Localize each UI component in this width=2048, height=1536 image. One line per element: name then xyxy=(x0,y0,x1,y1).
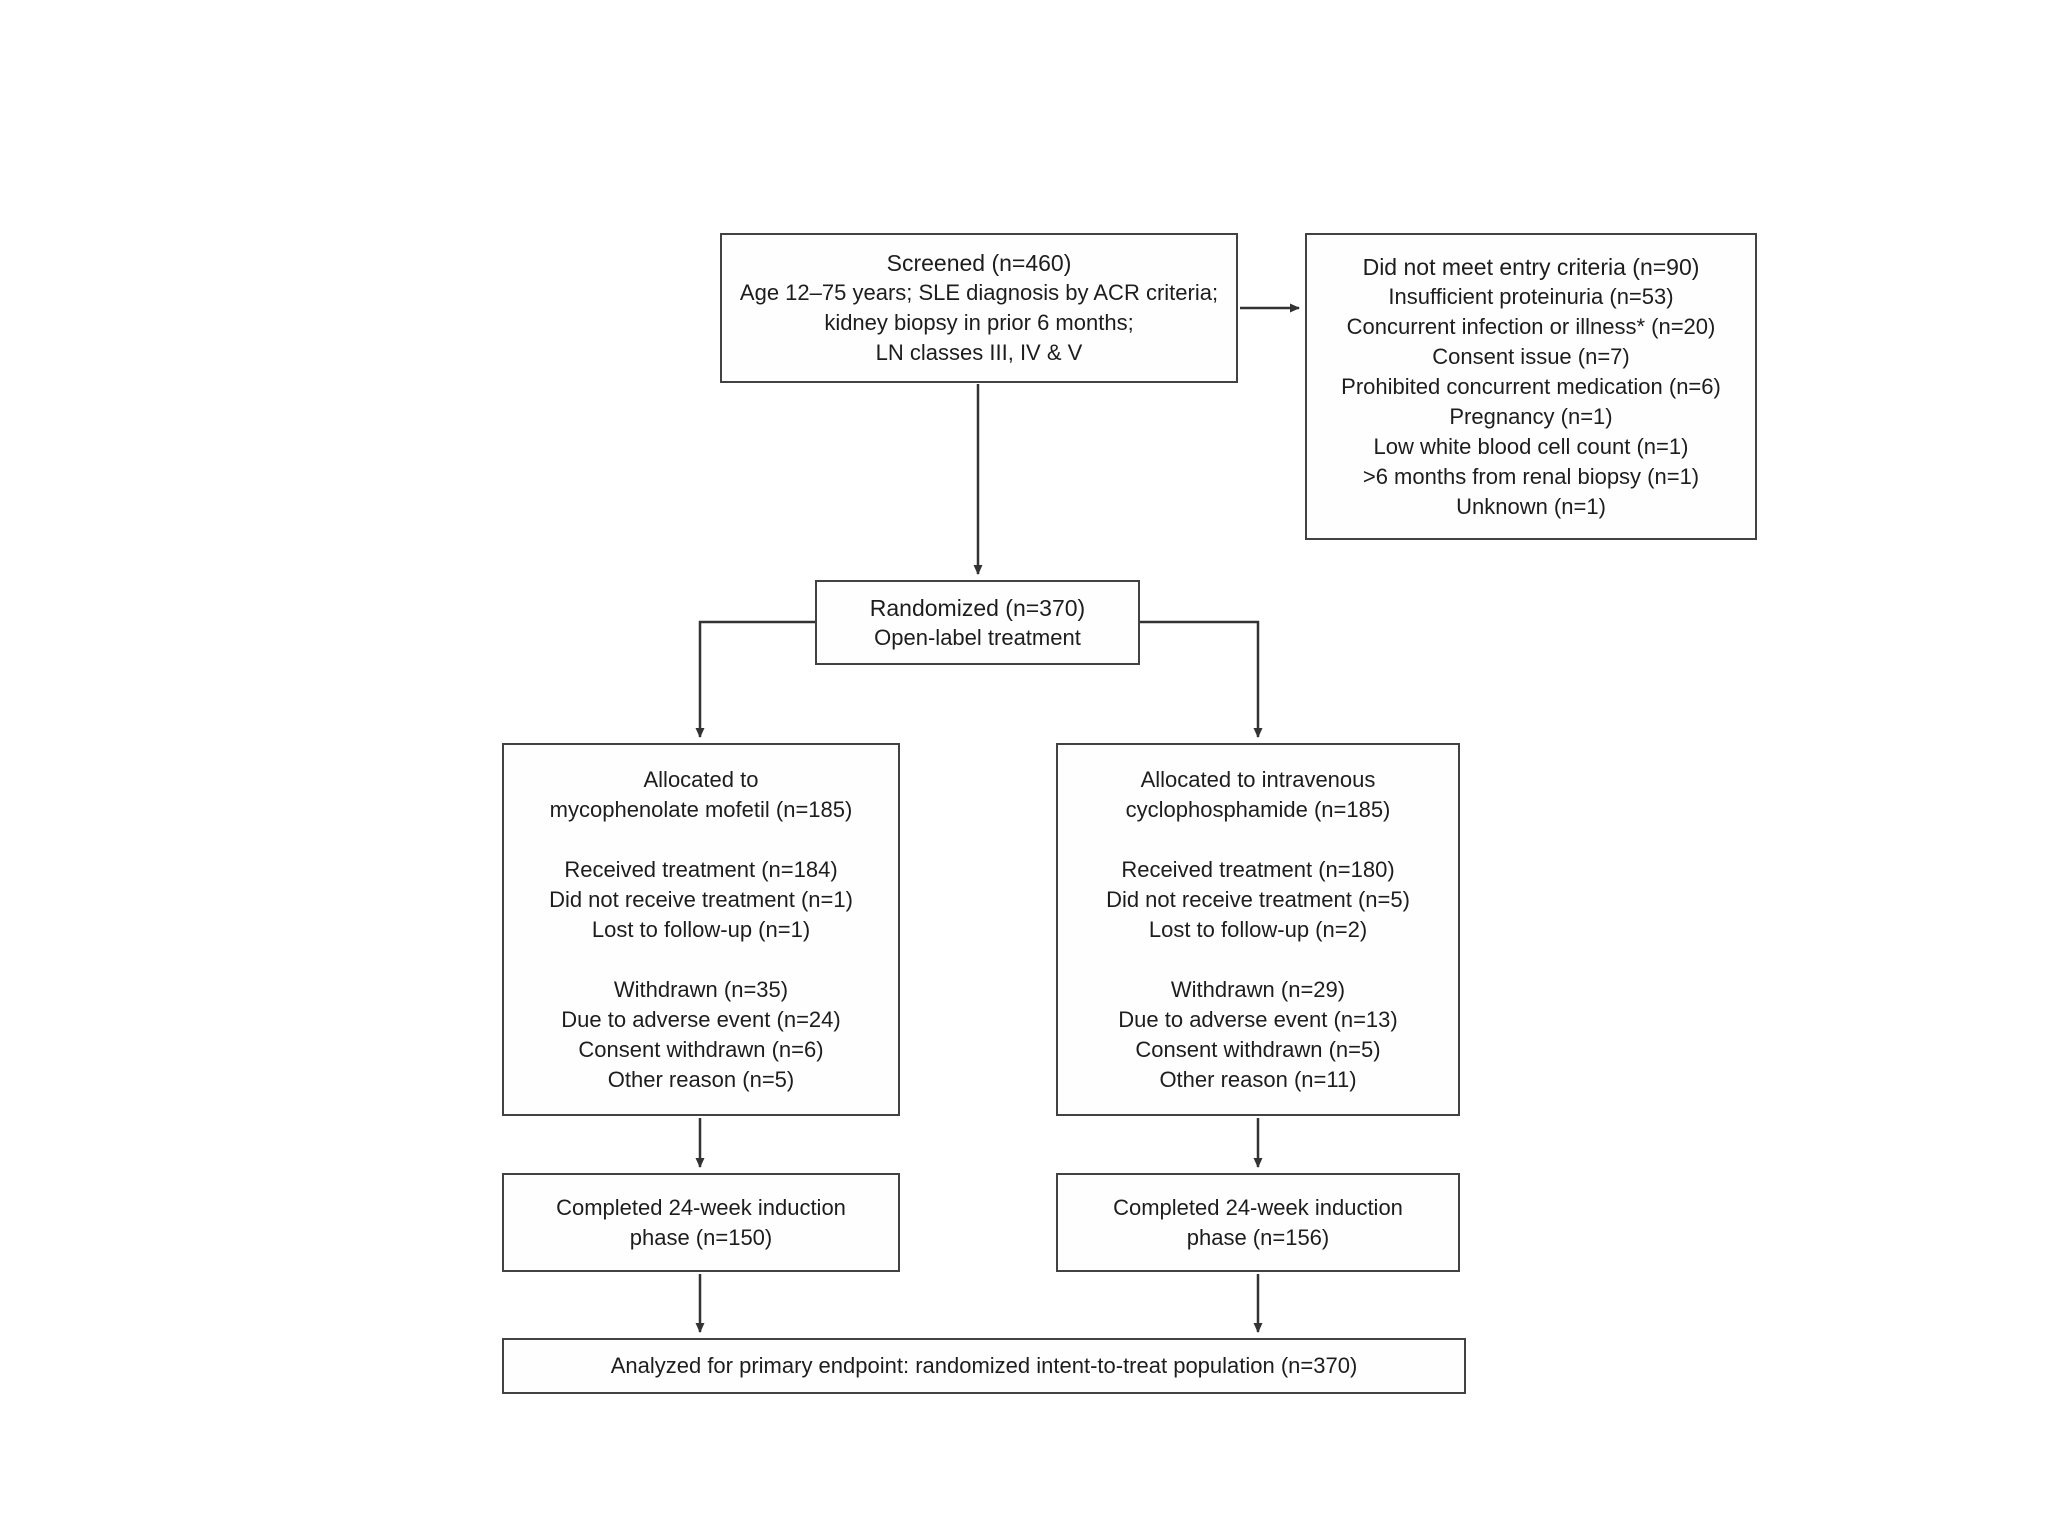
screened-criteria-line: Age 12–75 years; SLE diagnosis by ACR cr… xyxy=(739,280,1219,305)
ivc-treatment-line: Did not receive treatment (n=5) xyxy=(1106,886,1410,912)
randomized-title: Randomized (n=370) xyxy=(869,594,1086,621)
box-not-met-criteria: Did not meet entry criteria (n=90) Insuf… xyxy=(1305,233,1757,540)
mmf-title-block: Allocated to mycophenolate mofetil (n=18… xyxy=(550,765,853,825)
mmf-withdrawal-line: Withdrawn (n=35) xyxy=(613,976,789,1002)
box-completed-ivc: Completed 24-week induction phase (n=156… xyxy=(1056,1173,1460,1272)
box-allocated-mmf: Allocated to mycophenolate mofetil (n=18… xyxy=(502,743,900,1116)
completed-ivc-line: Completed 24-week induction xyxy=(1113,1194,1403,1220)
ivc-withdrawal-line: Other reason (n=11) xyxy=(1159,1066,1357,1092)
completed-mmf-line: Completed 24-week induction xyxy=(556,1194,846,1220)
screened-criteria-line: LN classes III, IV & V xyxy=(875,340,1083,365)
mmf-title-line: mycophenolate mofetil (n=185) xyxy=(549,796,853,822)
ivc-withdrawal-line: Due to adverse event (n=13) xyxy=(1118,1006,1398,1032)
not-met-reason-line: Concurrent infection or illness* (n=20) xyxy=(1346,313,1716,339)
mmf-treatment-line: Did not receive treatment (n=1) xyxy=(549,886,853,912)
screened-title: Screened (n=460) xyxy=(886,250,1072,276)
mmf-withdrawal-line: Consent withdrawn (n=6) xyxy=(578,1036,824,1062)
ivc-treatment-line: Received treatment (n=180) xyxy=(1121,856,1395,882)
not-met-title: Did not meet entry criteria (n=90) xyxy=(1362,253,1700,280)
ivc-withdrawal-line: Withdrawn (n=29) xyxy=(1170,976,1346,1002)
mmf-treatment-block: Received treatment (n=184) Did not recei… xyxy=(549,855,853,945)
ivc-title-block: Allocated to intravenous cyclophosphamid… xyxy=(1126,765,1391,825)
mmf-treatment-line: Received treatment (n=184) xyxy=(564,856,838,882)
completed-mmf-line: phase (n=150) xyxy=(629,1224,773,1250)
box-completed-mmf: Completed 24-week induction phase (n=150… xyxy=(502,1173,900,1272)
mmf-withdrawal-line: Due to adverse event (n=24) xyxy=(561,1006,841,1032)
not-met-reason-line: >6 months from renal biopsy (n=1) xyxy=(1362,463,1700,489)
randomized-subtitle: Open-label treatment xyxy=(874,624,1081,650)
analyzed-text: Analyzed for primary endpoint: randomize… xyxy=(610,1353,1358,1378)
not-met-reason-line: Pregnancy (n=1) xyxy=(1449,403,1613,429)
ivc-title-line: Allocated to intravenous xyxy=(1140,766,1376,792)
ivc-treatment-block: Received treatment (n=180) Did not recei… xyxy=(1106,855,1410,945)
box-randomized: Randomized (n=370) Open-label treatment xyxy=(815,580,1140,665)
ivc-title-line: cyclophosphamide (n=185) xyxy=(1125,796,1391,822)
box-analyzed: Analyzed for primary endpoint: randomize… xyxy=(502,1338,1466,1394)
ivc-treatment-line: Lost to follow-up (n=2) xyxy=(1148,916,1368,942)
mmf-title-line: Allocated to xyxy=(643,766,759,792)
connector-randomized-to-mmf-arrow xyxy=(695,620,816,738)
ivc-withdrawal-block: Withdrawn (n=29) Due to adverse event (n… xyxy=(1118,975,1397,1095)
connector-randomized-to-ivc-arrow xyxy=(1139,620,1263,738)
not-met-reason-line: Insufficient proteinuria (n=53) xyxy=(1388,283,1674,309)
mmf-treatment-line: Lost to follow-up (n=1) xyxy=(591,916,811,942)
ivc-withdrawal-line: Consent withdrawn (n=5) xyxy=(1135,1036,1381,1062)
not-met-reason-line: Low white blood cell count (n=1) xyxy=(1373,433,1689,459)
completed-ivc-line: phase (n=156) xyxy=(1186,1224,1330,1250)
not-met-reason-line: Consent issue (n=7) xyxy=(1432,343,1630,369)
box-allocated-ivc: Allocated to intravenous cyclophosphamid… xyxy=(1056,743,1460,1116)
screened-criteria-line: kidney biopsy in prior 6 months; xyxy=(824,310,1134,335)
mmf-withdrawal-line: Other reason (n=5) xyxy=(607,1066,795,1092)
box-screened: Screened (n=460) Age 12–75 years; SLE di… xyxy=(720,233,1238,383)
not-met-reason-line: Prohibited concurrent medication (n=6) xyxy=(1341,373,1721,399)
not-met-reason-line: Unknown (n=1) xyxy=(1456,493,1606,519)
mmf-withdrawal-block: Withdrawn (n=35) Due to adverse event (n… xyxy=(561,975,840,1095)
